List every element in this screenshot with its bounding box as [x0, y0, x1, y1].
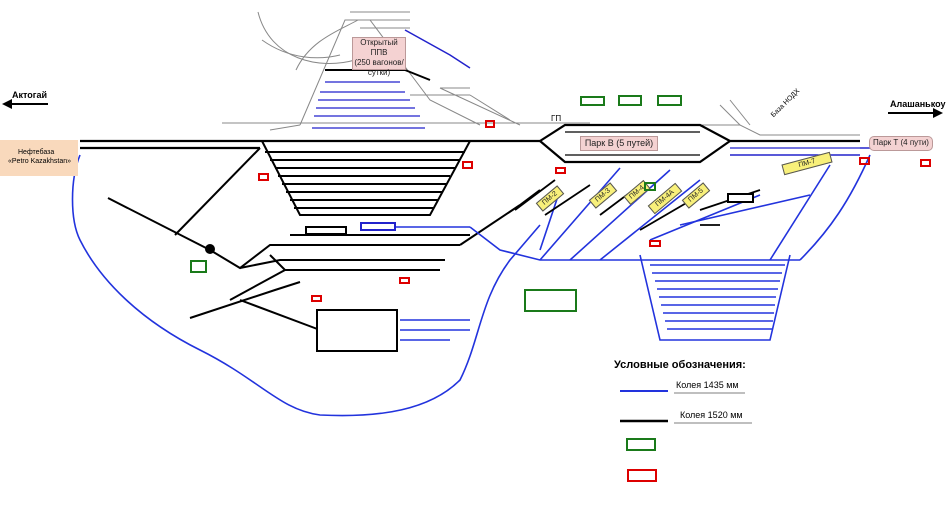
- large-white-block: [316, 309, 398, 352]
- red-marker-8: [859, 157, 870, 165]
- junction-node: [205, 244, 215, 254]
- park-t-label: Парк Т (4 пути): [869, 136, 933, 151]
- left-direction-label: Актогай: [12, 90, 48, 100]
- white-block-1: [305, 226, 347, 235]
- main-line-1520: [80, 123, 930, 164]
- red-marker-5: [649, 240, 661, 247]
- park-v-label: Парк В (5 путей): [580, 136, 658, 151]
- green-marker-2: [618, 95, 642, 106]
- red-marker-4: [555, 167, 566, 174]
- junction-fan-tracks: [107, 147, 541, 331]
- legend-title: Условные обозначения:: [614, 359, 746, 371]
- red-marker-9: [920, 159, 931, 167]
- legend-red-marker: [627, 469, 657, 482]
- green-marker-3: [657, 95, 682, 106]
- ppv-line-1: Открытый ППВ: [360, 38, 398, 57]
- legend-1435-label: Колея 1435 мм: [676, 380, 739, 390]
- red-marker-7: [311, 295, 322, 302]
- left-direction-arrow: [2, 99, 48, 109]
- oil-depot-label-2: «Petro Kazakhstan»: [8, 158, 72, 165]
- oil-depot-label-1: Нефтебаза: [18, 149, 55, 156]
- red-marker-6: [399, 277, 410, 284]
- ppv-line-2: (250 вагонов/: [354, 58, 404, 67]
- red-marker-3: [462, 161, 473, 169]
- legend-1520-label: Колея 1520 мм: [680, 410, 743, 420]
- left-sorting-yard: [261, 140, 471, 216]
- green-marker-5: [524, 289, 577, 312]
- green-marker-4: [190, 260, 207, 273]
- white-block-3: [727, 193, 754, 203]
- gp-label: ГП: [551, 114, 562, 123]
- ppv-yard: [299, 19, 481, 129]
- oil-depot-block: [0, 140, 78, 176]
- right-direction-arrow: [888, 108, 943, 118]
- red-marker-2: [258, 173, 269, 181]
- legend-green-marker: [626, 438, 656, 451]
- red-marker-1: [485, 120, 495, 128]
- ppv-line-3: сутки): [367, 68, 391, 77]
- white-block-2: [360, 222, 396, 231]
- green-marker-6: [644, 182, 656, 191]
- gauge-1435-network: [8, 154, 871, 417]
- green-marker-1: [580, 96, 605, 106]
- ppv-label-box: Открытый ППВ (250 вагонов/ сутки): [352, 37, 406, 77]
- right-direction-label: Алашанькоу: [890, 99, 946, 109]
